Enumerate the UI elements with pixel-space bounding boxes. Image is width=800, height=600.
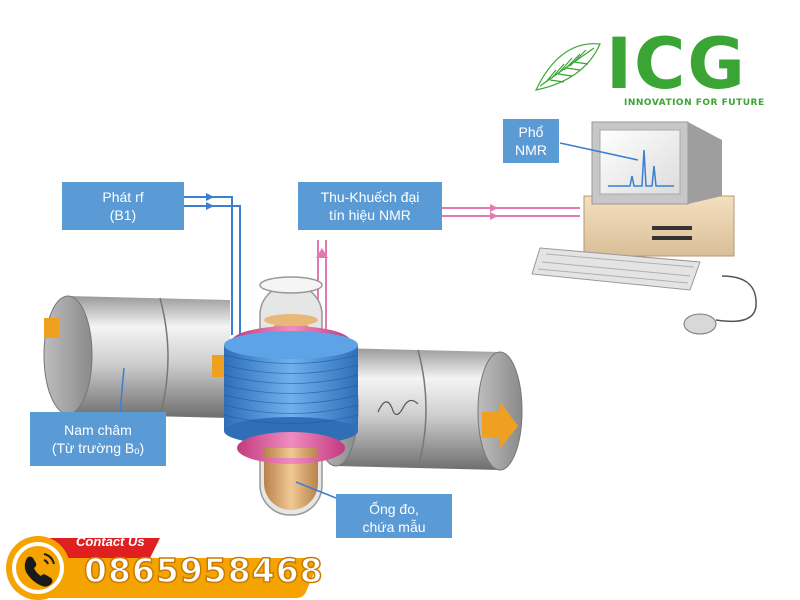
spectrum-label: Phổ NMR <box>503 119 559 163</box>
magnet-label: Nam châm (Từ trường Bₒ) <box>30 412 166 466</box>
brand-name: ICG <box>606 23 747 105</box>
mouse <box>683 313 717 335</box>
contact-title-bg <box>50 538 160 558</box>
tube-line-2: chứa mẫu <box>362 519 426 535</box>
magnet-pointer <box>119 367 125 413</box>
rf-transmitter-label: Phát rf (B1) <box>62 182 184 230</box>
contact-phone-bg <box>50 558 318 598</box>
magnet-line-1: Nam châm <box>64 422 132 438</box>
brand-tagline: INNOVATION FOR FUTURE <box>624 98 765 108</box>
signal-arrow-right-1 <box>490 204 498 212</box>
signal-wires-computer <box>442 207 580 217</box>
spectrum-line-2: NMR <box>515 142 547 158</box>
nmr-spectrum-plot <box>608 149 674 187</box>
rf-wires <box>183 196 241 335</box>
contact-badge[interactable] <box>0 528 320 600</box>
amplifier-line-2: tín hiệu NMR <box>329 207 411 223</box>
rf-arrow-2 <box>206 202 214 210</box>
mouse-cable <box>715 275 757 323</box>
leaf-icon <box>534 43 601 91</box>
contact-phone-number[interactable]: 0865958468 <box>83 550 324 591</box>
tube-pointer <box>295 481 337 499</box>
spectrum-line-1: Phổ <box>518 124 544 140</box>
right-arrow-icon <box>482 402 518 448</box>
rf-coil <box>223 331 359 445</box>
amplifier-label: Thu-Khuếch đại tín hiệu NMR <box>298 182 442 230</box>
signal-arrow-up <box>316 248 328 258</box>
left-magnet <box>43 295 230 418</box>
icg-logo <box>534 43 601 91</box>
rf-transmitter-line-2: (B1) <box>109 207 137 223</box>
tube-label: Ống đo, chứa mẫu <box>336 494 452 538</box>
signal-arrow-right-2 <box>490 212 498 220</box>
computer <box>531 121 757 335</box>
contact-title: Contact Us <box>76 534 145 549</box>
rf-transmitter-line-1: Phát rf <box>102 189 144 205</box>
pink-ring-bottom <box>237 432 345 464</box>
signature-scribble <box>377 399 419 416</box>
rf-arrow-1 <box>206 193 214 201</box>
left-inner-tab <box>212 355 224 377</box>
phone-icon <box>24 553 55 587</box>
magnet-line-2: (Từ trường Bₒ) <box>51 440 145 456</box>
tube-line-1: Ống đo, <box>369 501 419 517</box>
left-arrow-tab <box>44 318 60 338</box>
amplifier-line-1: Thu-Khuếch đại <box>320 189 420 205</box>
spectrum-pointer <box>559 142 639 161</box>
